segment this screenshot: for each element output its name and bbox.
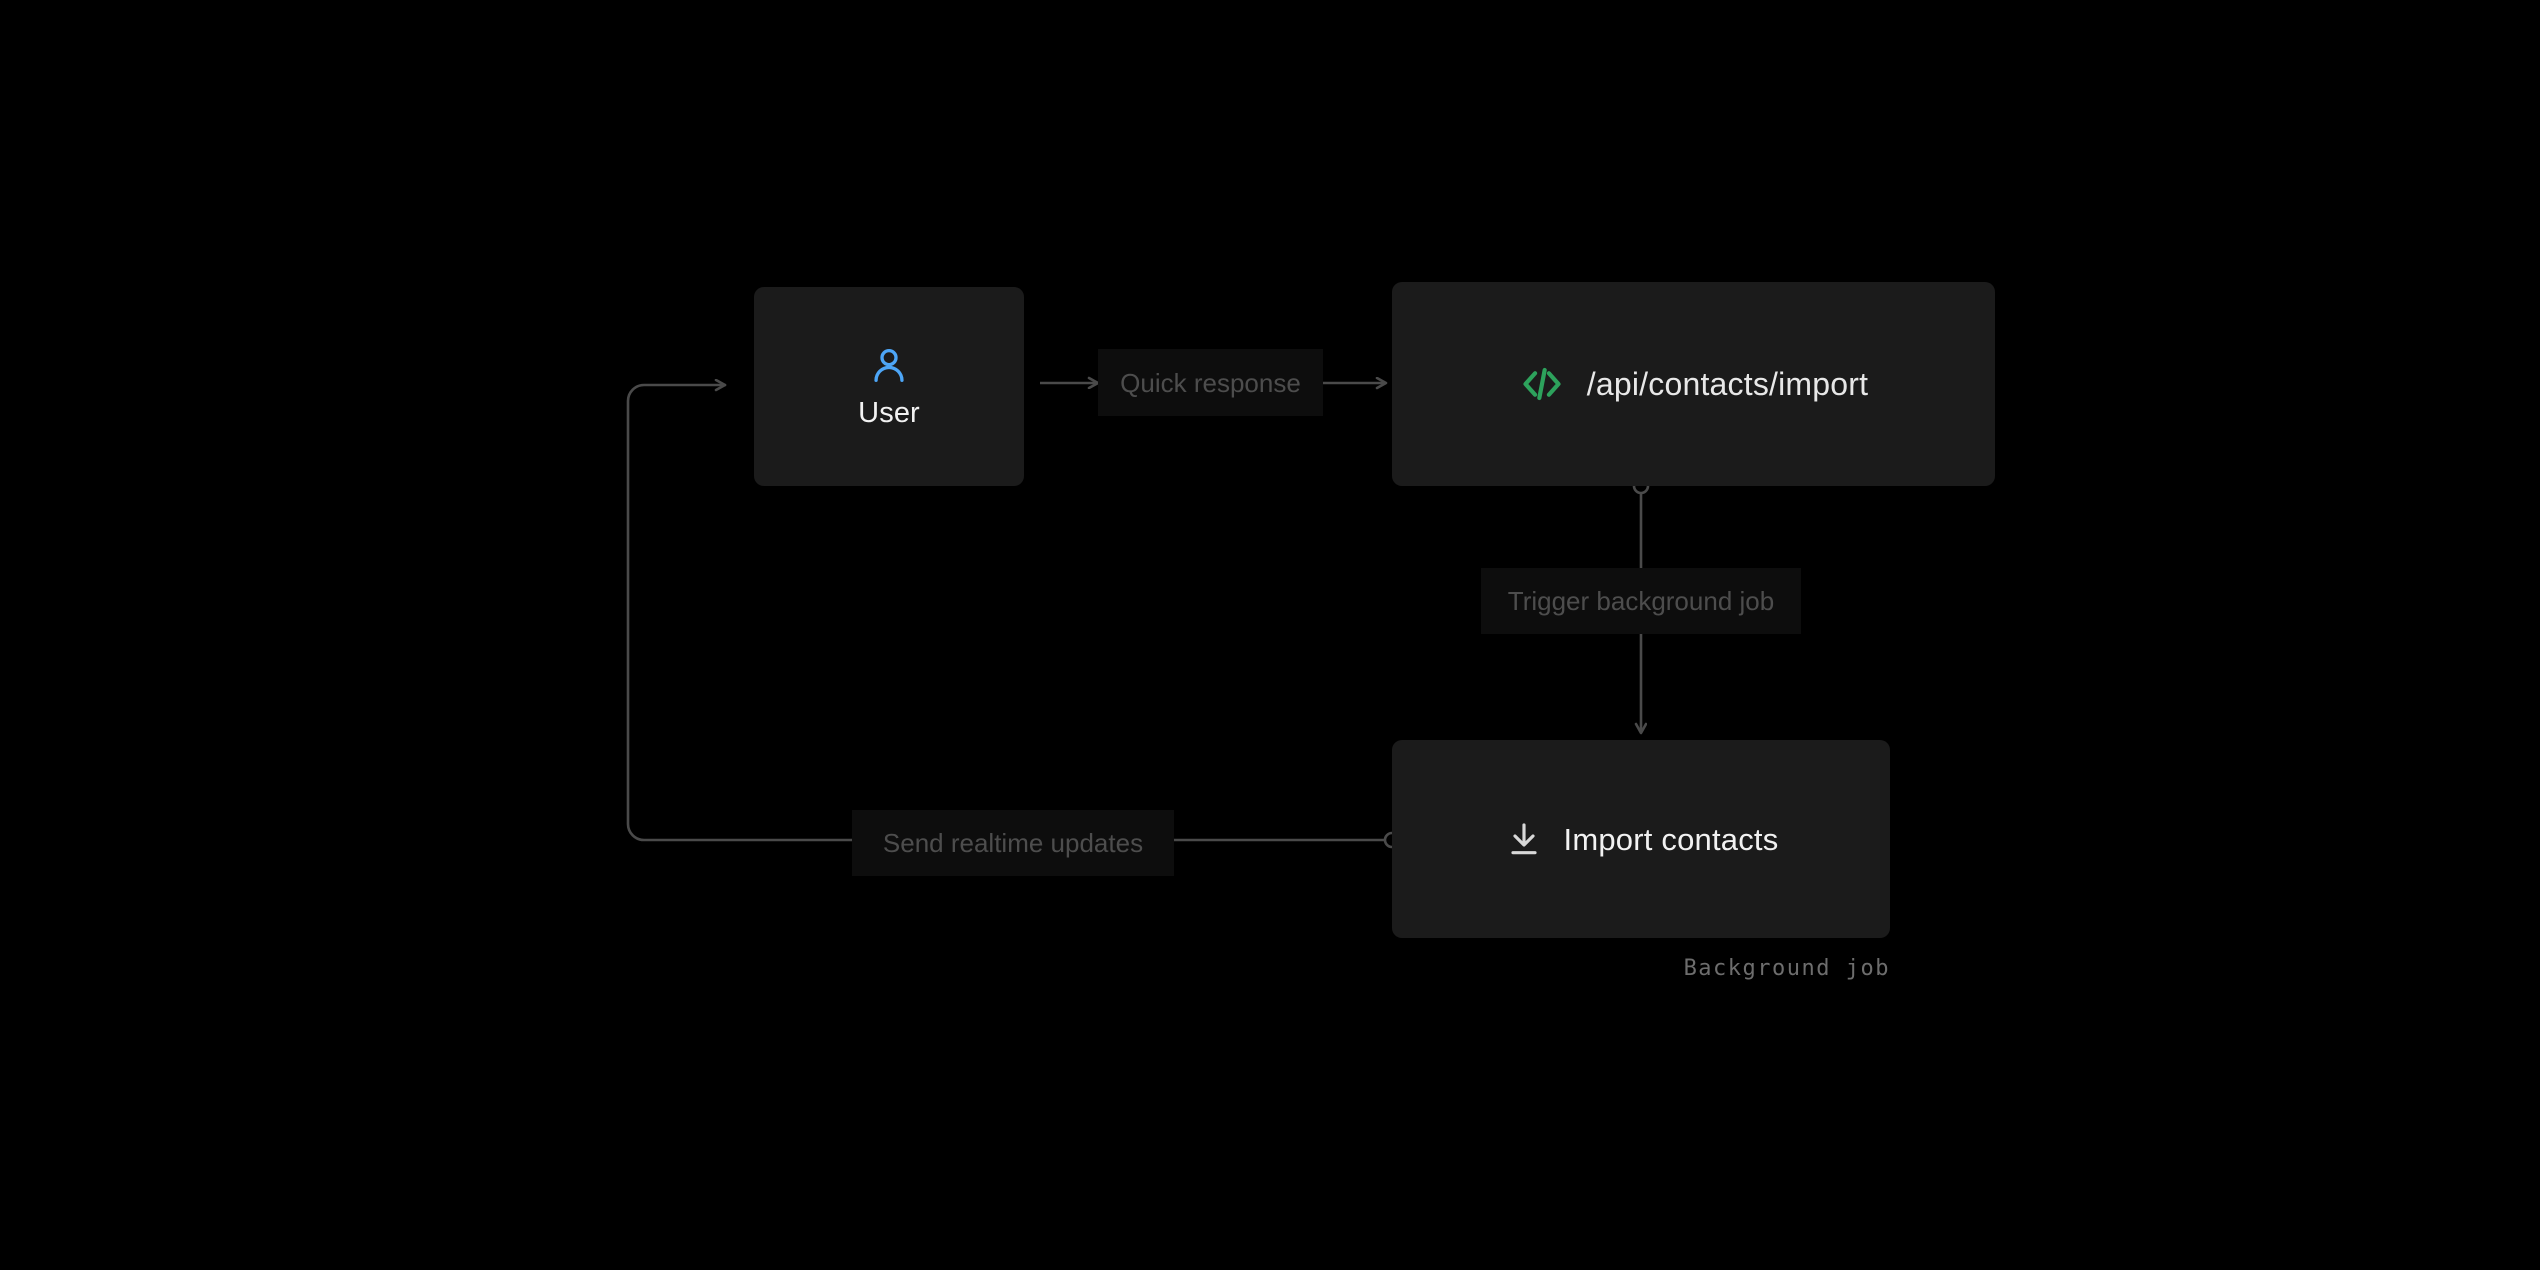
download-arrow-icon: [1504, 819, 1544, 859]
node-job-caption: Background job: [1683, 956, 1890, 981]
user-icon: [868, 345, 910, 387]
node-user[interactable]: User: [754, 287, 1024, 486]
edge-label-quick-response: Quick response: [1098, 349, 1323, 416]
node-user-label: User: [858, 397, 920, 429]
node-user-content: User: [858, 345, 920, 428]
edge-label-trigger-background-job: Trigger background job: [1481, 568, 1801, 634]
node-import-contacts[interactable]: Import contacts: [1392, 740, 1890, 938]
node-api-content: /api/contacts/import: [1519, 361, 1868, 407]
node-job-content: Import contacts: [1504, 819, 1779, 859]
node-job-label: Import contacts: [1563, 821, 1779, 857]
node-api-label: /api/contacts/import: [1586, 366, 1869, 402]
node-api-endpoint[interactable]: /api/contacts/import: [1392, 282, 1995, 486]
code-brackets-icon: [1519, 361, 1565, 407]
edge-label-send-realtime-updates: Send realtime updates: [852, 810, 1174, 876]
